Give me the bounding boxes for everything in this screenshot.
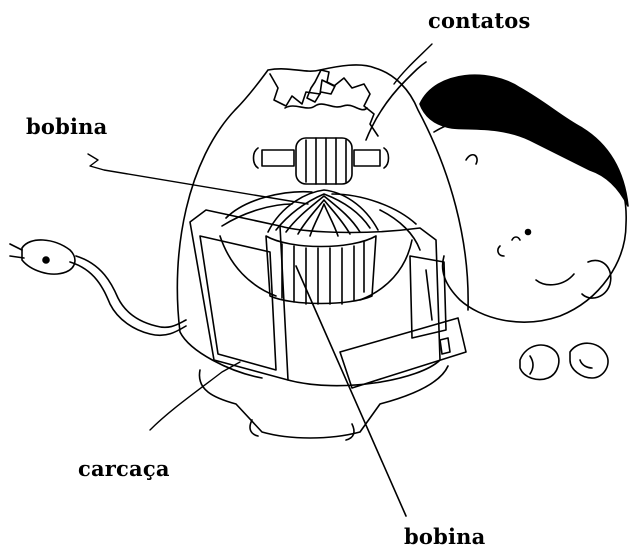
plug-body xyxy=(22,240,75,274)
switch-button xyxy=(440,338,450,354)
brush-right xyxy=(354,148,389,168)
label-contatos: contatos xyxy=(428,8,531,33)
brush-left xyxy=(254,148,295,168)
label-bobina-top: bobina xyxy=(26,114,107,139)
base-foot-right xyxy=(346,424,354,440)
base xyxy=(199,366,448,438)
frame-box-inner xyxy=(200,236,276,370)
hair xyxy=(420,75,628,206)
leader-bobina-top xyxy=(88,154,308,204)
contact-wire xyxy=(366,62,426,140)
frame-front xyxy=(280,226,440,386)
mouth xyxy=(536,274,574,285)
frame-right-side xyxy=(410,256,446,338)
face-tuft xyxy=(466,155,477,164)
plug-dot xyxy=(43,257,49,263)
power-cord-second-strand xyxy=(76,256,186,327)
nose xyxy=(498,246,504,256)
commutator-top xyxy=(296,138,352,184)
leader-carcaca xyxy=(150,362,240,430)
leader-bobina-bottom xyxy=(296,266,406,516)
housing-inner-tear xyxy=(285,104,367,110)
hand-left xyxy=(520,345,559,380)
hand-right xyxy=(570,343,608,378)
rotor-stripes xyxy=(282,242,364,304)
label-carcaca: carcaça xyxy=(78,456,170,481)
eye-left xyxy=(512,237,520,240)
eye-right xyxy=(526,230,531,235)
leader-contatos xyxy=(394,44,432,84)
commutator-lines xyxy=(306,138,346,184)
power-cord xyxy=(70,262,186,335)
label-bobina-bottom: bobina xyxy=(404,524,485,549)
